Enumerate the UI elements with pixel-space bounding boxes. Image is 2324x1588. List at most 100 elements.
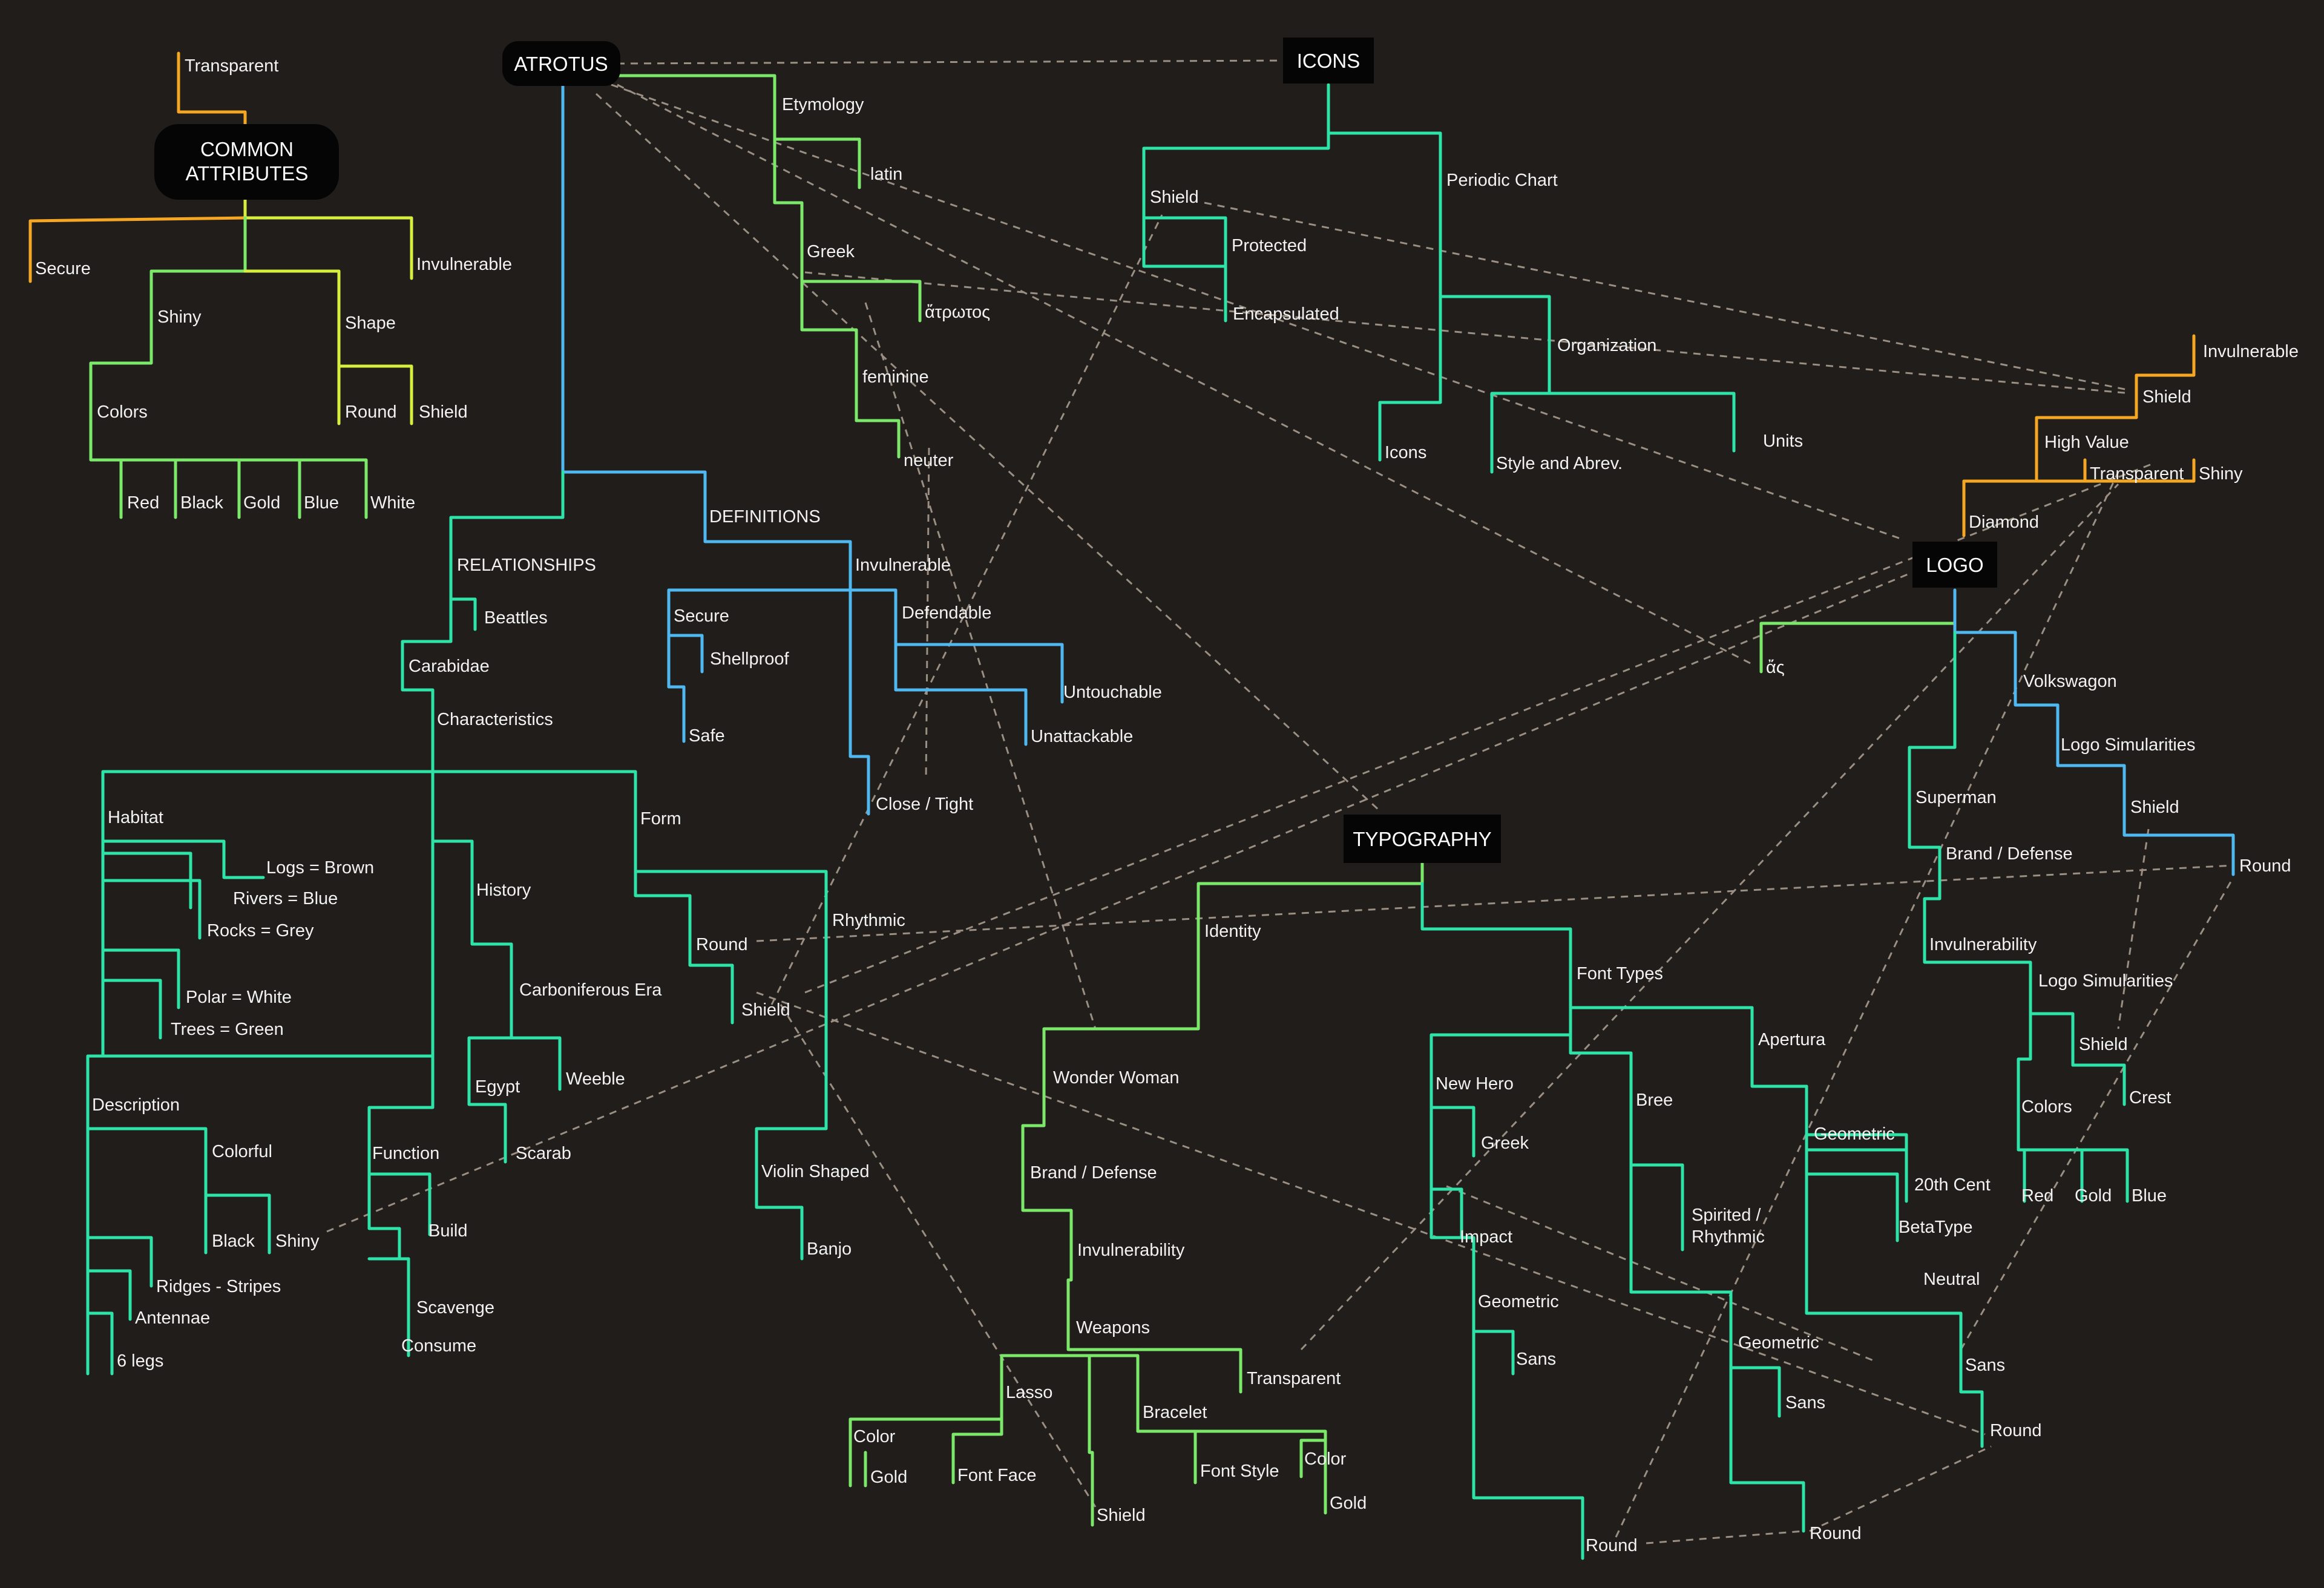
node-as[interactable]: ἄς [1766,658,1785,677]
node-function[interactable]: Function [372,1144,439,1163]
node-colors[interactable]: Colors [97,402,148,422]
node-polar[interactable]: Polar = White [186,988,292,1007]
node-carboniferous[interactable]: Carboniferous Era [519,980,662,1000]
node-round3[interactable]: Round [1990,1421,2041,1440]
node-scavenge[interactable]: Scavenge [416,1298,494,1317]
node-geometric1[interactable]: Geometric [1478,1292,1559,1311]
node-typo-brand-defense[interactable]: Brand / Defense [1030,1163,1157,1183]
node-logo-sim2[interactable]: Logo Simularities [2038,971,2173,991]
node-wonder[interactable]: Wonder Woman [1053,1068,1179,1088]
node-organization[interactable]: Organization [1557,336,1656,355]
node-definitions[interactable]: DEFINITIONS [709,507,821,527]
root-icons[interactable]: ICONS [1283,38,1374,84]
node-logo-colors[interactable]: Colors [2021,1097,2072,1117]
node-violin[interactable]: Violin Shaped [761,1162,869,1181]
node-shellproof[interactable]: Shellproof [710,649,790,669]
node-bracelet[interactable]: Bracelet [1143,1403,1207,1422]
node-history[interactable]: History [476,881,531,900]
node-shiny[interactable]: Shiny [157,307,202,327]
node-etymology[interactable]: Etymology [782,95,864,114]
node-def-secure[interactable]: Secure [674,606,729,626]
node-font-types[interactable]: Font Types [1577,964,1663,983]
node-secure[interactable]: Secure [35,259,91,278]
node-apertura[interactable]: Apertura [1758,1030,1826,1049]
node-shield[interactable]: Shield [741,1000,790,1020]
node-lasso[interactable]: Lasso [1006,1383,1052,1402]
node-units[interactable]: Units [1763,431,1803,451]
node-gold2[interactable]: Gold [1330,1494,1367,1513]
node-logo-transparent[interactable]: Transparent [2090,464,2184,484]
node-white[interactable]: White [370,493,415,513]
node-logo-shield3[interactable]: Shield [2079,1035,2128,1054]
node-logo-red[interactable]: Red [2021,1186,2053,1206]
node-scarab[interactable]: Scarab [516,1144,571,1163]
node-geometric3[interactable]: Geometric [1814,1124,1895,1144]
node-neutral[interactable]: Neutral [1923,1270,1980,1289]
node-safe[interactable]: Safe [689,726,725,746]
node-typo-transparent[interactable]: Transparent [1247,1369,1341,1388]
node-shape[interactable]: Shape [345,313,396,333]
node-font-style[interactable]: Font Style [1200,1462,1279,1481]
node-latin[interactable]: latin [870,165,902,184]
node-logo-shield2[interactable]: Shield [2130,798,2179,817]
node-greek[interactable]: Greek [807,242,855,261]
node-egypt[interactable]: Egypt [475,1077,520,1097]
node-style[interactable]: Style and Abrev. [1496,454,1623,473]
node-icons-shield[interactable]: Shield [1150,188,1199,207]
node-geometric2[interactable]: Geometric [1738,1333,1819,1353]
node-characteristics[interactable]: Characteristics [437,710,553,729]
node-feminine[interactable]: feminine [862,367,929,387]
node-bree[interactable]: Bree [1636,1091,1673,1110]
node-rivers[interactable]: Rivers = Blue [233,889,338,908]
node-sans3[interactable]: Sans [1965,1356,2005,1375]
node-logo-brand-defense[interactable]: Brand / Defense [1946,844,2073,864]
node-round1[interactable]: Round [1586,1536,1637,1555]
node-blue[interactable]: Blue [304,493,339,513]
node-defendable[interactable]: Defendable [902,603,991,623]
node-consume[interactable]: Consume [401,1336,476,1356]
node-logo-shield[interactable]: Shield [2142,387,2191,407]
node-high-value[interactable]: High Value [2044,433,2129,452]
node-habitat[interactable]: Habitat [108,808,163,827]
node-unattackable[interactable]: Unattackable [1031,727,1133,746]
node-six-legs[interactable]: 6 legs [117,1351,163,1371]
root-atrotus[interactable]: ATROTUS [502,41,620,86]
node-diamond[interactable]: Diamond [1969,513,2039,532]
node-transparent[interactable]: Transparent [185,56,278,76]
node-logo-shiny[interactable]: Shiny [2199,464,2243,484]
node-invulnerable[interactable]: Invulnerable [416,255,512,274]
root-logo[interactable]: LOGO [1912,542,1997,588]
node-weeble[interactable]: Weeble [566,1069,625,1089]
node-untouchable[interactable]: Untouchable [1063,683,1162,702]
node-beattles[interactable]: Beattles [484,608,548,628]
node-gold1[interactable]: Gold [870,1468,907,1487]
node-build[interactable]: Build [428,1221,468,1241]
node-logs[interactable]: Logs = Brown [266,858,374,878]
node-crest[interactable]: Crest [2129,1088,2171,1107]
node-identity[interactable]: Identity [1204,922,1261,941]
node-twentieth[interactable]: 20th Cent [1914,1175,1991,1195]
node-weapons[interactable]: Weapons [1076,1318,1150,1337]
node-colorful[interactable]: Colorful [212,1142,272,1161]
node-spirited2[interactable]: Rhythmic [1692,1227,1765,1247]
node-red[interactable]: Red [127,493,159,513]
node-description[interactable]: Description [92,1095,180,1115]
node-shield[interactable]: Shield [419,402,468,422]
node-new-hero[interactable]: New Hero [1436,1074,1514,1094]
node-form[interactable]: Form [640,809,681,828]
node-logo-invulnerable[interactable]: Invulnerable [2203,342,2299,361]
root-typography[interactable]: TYPOGRAPHY [1344,815,1501,863]
node-typo-invulnerability[interactable]: Invulnerability [1077,1241,1185,1260]
node-trees[interactable]: Trees = Green [171,1020,284,1039]
node-close-tight[interactable]: Close / Tight [876,795,973,814]
node-ridges[interactable]: Ridges - Stripes [156,1277,281,1296]
node-protected[interactable]: Protected [1232,236,1307,255]
node-round2[interactable]: Round [1810,1524,1861,1543]
node-font-face[interactable]: Font Face [957,1466,1037,1485]
node-rhythmic[interactable]: Rhythmic [832,911,905,930]
node-color1[interactable]: Color [853,1427,896,1446]
node-black[interactable]: Black [180,493,223,513]
node-banjo[interactable]: Banjo [807,1239,852,1259]
node-color2[interactable]: Color [1304,1449,1347,1469]
node-impact[interactable]: Impact [1460,1227,1512,1247]
